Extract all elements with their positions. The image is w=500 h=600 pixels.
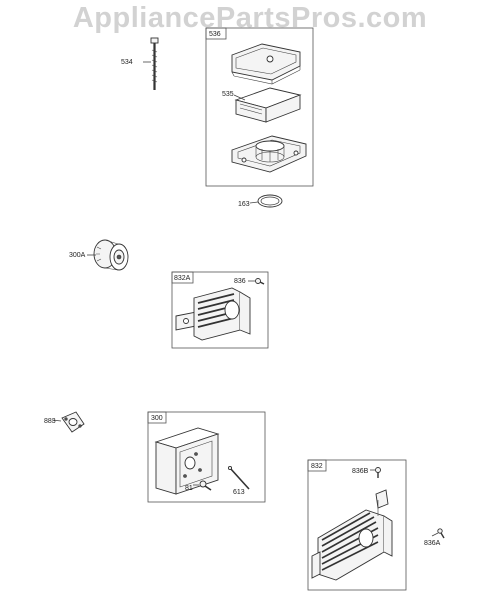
air-cleaner-box [205,27,314,187]
part-300A-cup[interactable] [93,239,129,271]
label-883: 883 [44,418,56,425]
part-air-cleaner-base[interactable] [231,135,307,173]
label-81: 81 [185,485,193,492]
part-81-bolt[interactable] [199,480,212,491]
label-534: 534 [121,59,133,66]
part-534-long-bolt[interactable] [150,37,159,90]
heat-shield-box-832 [307,459,407,591]
heat-shield-box-832-tag [307,459,327,472]
part-613-stud[interactable] [227,465,250,490]
part-836-screw[interactable] [255,278,265,285]
heat-shield-box-832A-tag [171,271,194,284]
label-832A: 832A [174,275,191,282]
part-163-gasket-ring[interactable] [257,194,283,208]
label-832: 832 [311,463,323,470]
part-300-muffler[interactable] [154,427,220,495]
label-613: 613 [233,489,245,496]
part-535-air-filter[interactable] [234,87,302,123]
label-836B: 836B [352,468,369,475]
label-300: 300 [151,415,163,422]
label-300A: 300A [69,252,86,259]
label-536: 536 [209,31,221,38]
label-535: 535 [222,91,234,98]
part-536-air-cleaner-cover[interactable] [231,43,301,85]
air-cleaner-box-tag [205,27,227,40]
label-836-top: 836 [234,278,246,285]
label-836A: 836A [424,540,441,547]
part-836B-screw[interactable] [375,467,381,479]
part-883-exhaust-gasket[interactable] [61,411,85,433]
muffler-box-300-tag [147,411,167,424]
label-163: 163 [238,201,250,208]
heat-shield-box-832A [171,271,269,349]
watermark-text: AppliancePartsPros.com [72,2,428,34]
muffler-box-300 [147,411,266,503]
part-836A-screw[interactable] [437,528,445,539]
part-832-heat-shield[interactable] [311,489,393,581]
part-832A-heat-shield[interactable] [175,287,251,341]
